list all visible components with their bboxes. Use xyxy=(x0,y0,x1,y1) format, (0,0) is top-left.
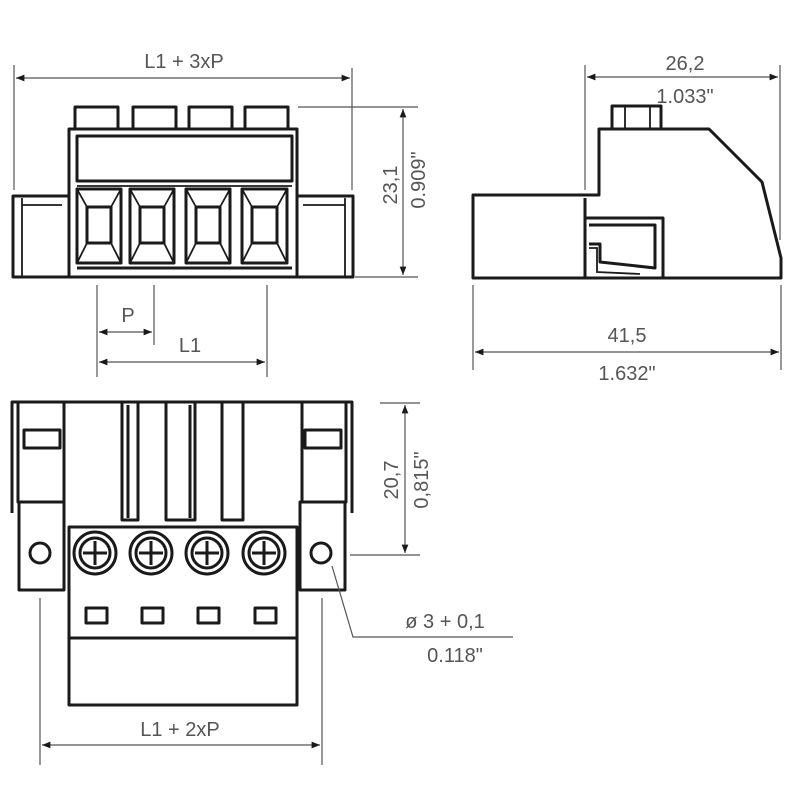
bottom-height-mm-label: 20,7 xyxy=(381,461,403,500)
total-depth-in-label: 1.632" xyxy=(598,363,655,385)
bottom-view: 20,7 0,815" ø 3 + 0,1 0.118" L1 + 2xP xyxy=(10,400,513,765)
screw-icon xyxy=(128,530,174,576)
pitch-label: P xyxy=(121,305,134,327)
upper-depth-mm-label: 26,2 xyxy=(666,53,705,75)
screws xyxy=(72,530,287,576)
screw-icon xyxy=(72,530,118,576)
left-mounting-ear xyxy=(17,500,66,592)
overall-width-label: L1 + 3xP xyxy=(144,51,224,73)
screw-icon xyxy=(241,530,287,576)
bottom-width-label: L1 + 2xP xyxy=(140,719,220,741)
top-pins xyxy=(73,105,290,131)
mounting-hole xyxy=(28,541,52,565)
side-body xyxy=(471,127,783,280)
hole-mm-label: ø 3 + 0,1 xyxy=(405,611,485,633)
height-mm-label: 23,1 xyxy=(380,166,402,205)
wire-entries xyxy=(75,187,289,265)
test-openings xyxy=(84,606,278,625)
right-mounting-ear xyxy=(298,500,347,592)
total-depth-mm-label: 41,5 xyxy=(608,325,647,347)
left-flange xyxy=(11,194,71,279)
mounting-hole xyxy=(309,541,333,565)
latch-slots xyxy=(120,400,245,522)
hole-leader-line xyxy=(331,565,513,638)
upper-depth-in-label: 1.033" xyxy=(656,86,713,108)
front-body xyxy=(67,127,299,279)
front-view: L1 + 3xP 23,1 0.909" P L1 xyxy=(11,51,430,377)
bottom-height-in-label: 0,815" xyxy=(411,451,433,508)
hole-in-label: 0.118" xyxy=(427,645,483,667)
height-in-label: 0.909" xyxy=(408,151,430,208)
screw-icon xyxy=(184,530,230,576)
side-view: 26,2 1.033" 41,5 1.632" xyxy=(471,53,783,385)
right-flange xyxy=(295,194,355,279)
l1-label: L1 xyxy=(179,335,201,357)
